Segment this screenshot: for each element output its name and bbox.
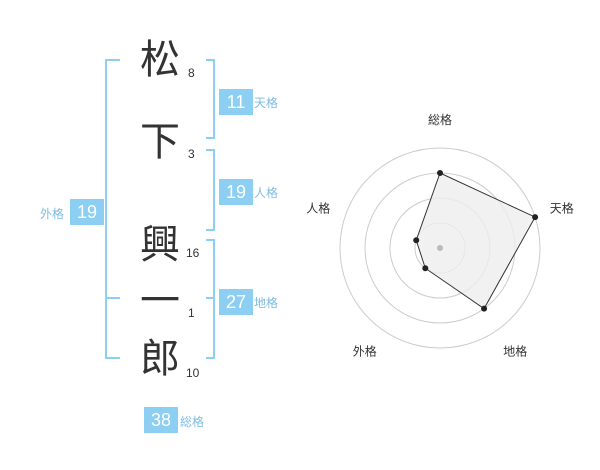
radar-axis-label-5: 人格	[306, 200, 330, 215]
name-char-3: 興	[140, 222, 180, 268]
stroke-count-4: 1	[188, 306, 195, 320]
chikaku-label: 地格	[254, 296, 279, 310]
jinkaku-label: 人格	[254, 186, 279, 200]
radar-axis-label-2: 天格	[550, 200, 574, 215]
stroke-count-5: 10	[186, 366, 200, 380]
name-char-2: 下	[140, 119, 180, 165]
radar-point-3	[481, 305, 488, 312]
soukaku-badge: 38	[144, 407, 178, 433]
stroke-count-1: 8	[188, 66, 195, 80]
tenkaku-badge: 11	[219, 89, 253, 115]
radar-point-4	[422, 265, 429, 272]
radar-point-2	[532, 214, 539, 221]
gaikaku-label: 外格	[40, 207, 65, 221]
radar-axis-label-3: 地格	[503, 344, 527, 359]
stroke-count-3: 16	[186, 246, 200, 260]
radar-area	[415, 172, 536, 310]
radar-point-5	[413, 237, 420, 244]
name-char-5: 郎	[140, 336, 180, 382]
tenkaku-label: 天格	[254, 96, 279, 110]
radar-axis-label-4: 外格	[353, 344, 377, 359]
gaikaku-badge: 19	[70, 199, 104, 225]
name-char-1: 松	[140, 37, 180, 83]
stroke-count-2: 3	[188, 147, 195, 161]
radar-center	[437, 245, 443, 251]
name-char-4: 一	[140, 278, 180, 324]
chikaku-badge: 27	[219, 289, 253, 315]
soukaku-label: 総格	[180, 415, 205, 429]
radar-ring-4	[339, 147, 541, 349]
jinkaku-badge: 19	[219, 179, 253, 205]
radar-point-1	[437, 170, 443, 176]
radar-axis-label-1: 総格	[428, 112, 452, 127]
